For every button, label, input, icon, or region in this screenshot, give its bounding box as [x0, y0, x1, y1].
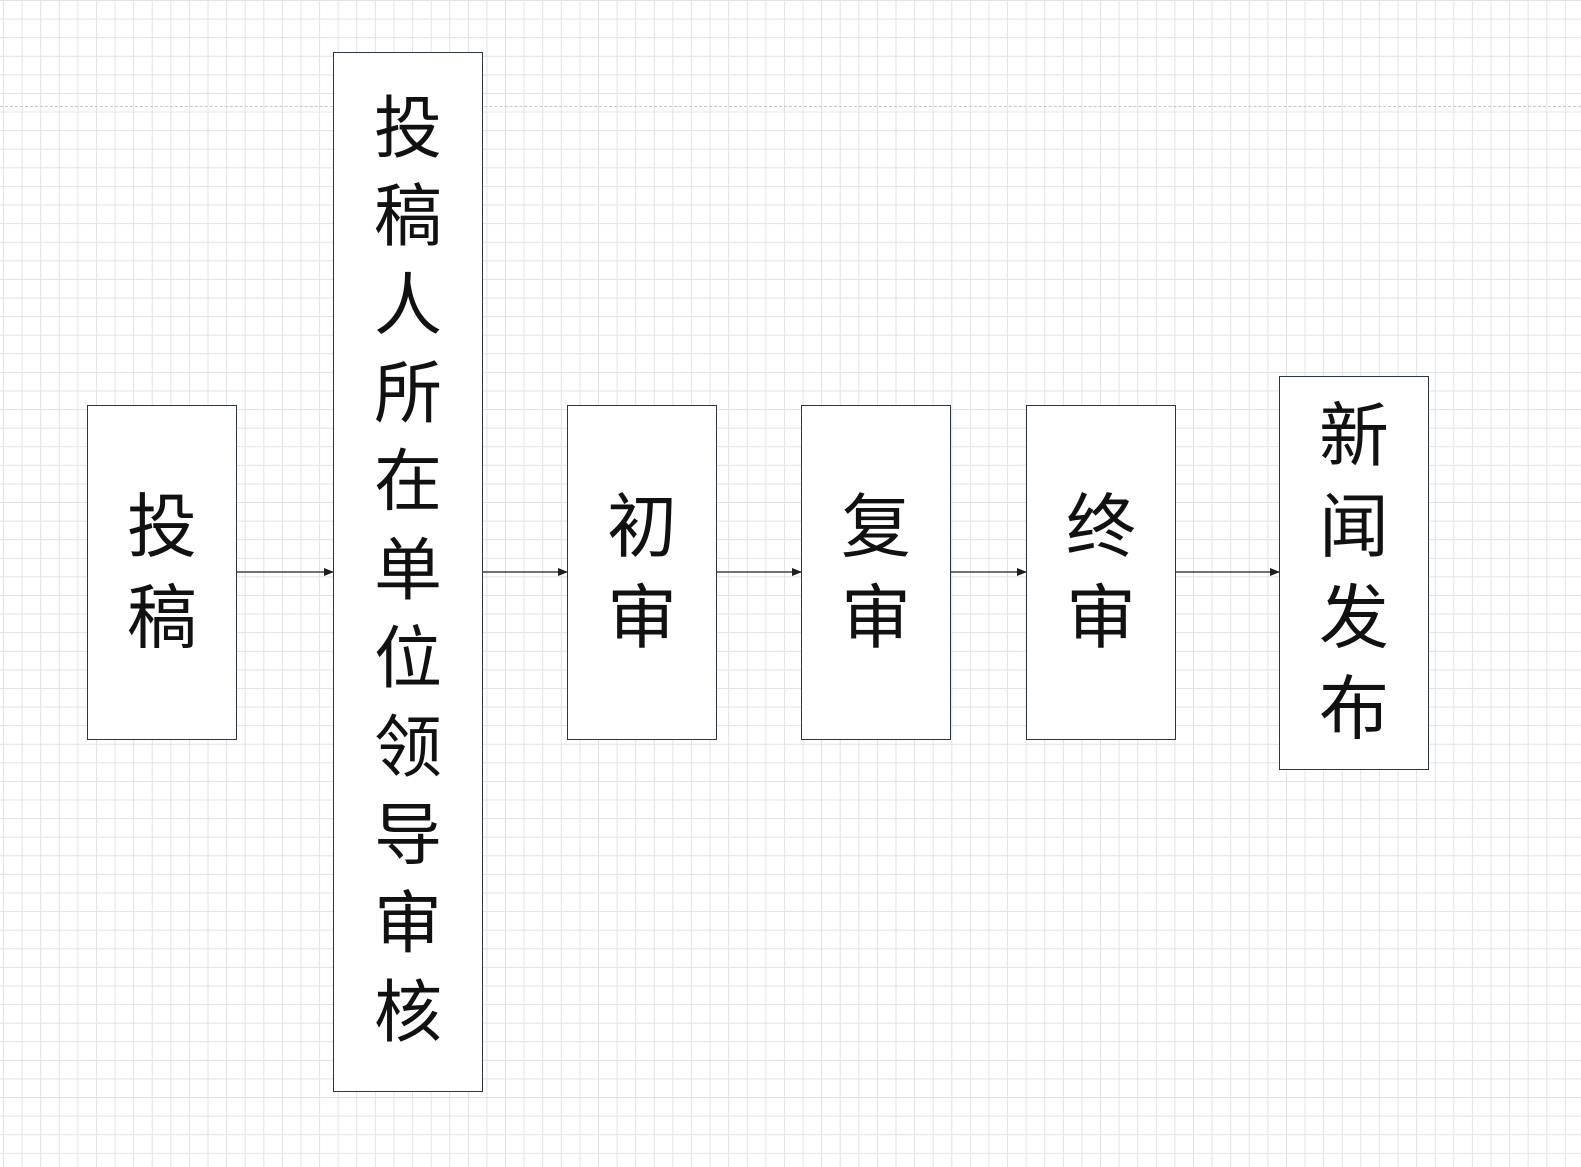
node-news-publish[interactable]: 新闻发布: [1279, 376, 1429, 770]
node-leader-review-label: 投稿人所在单位领导审核: [374, 89, 443, 1053]
node-submit-label: 投稿: [127, 485, 197, 659]
node-first-review-label: 初审: [607, 485, 677, 659]
node-leader-review[interactable]: 投稿人所在单位领导审核: [333, 52, 483, 1092]
node-news-publish-label: 新闻发布: [1319, 395, 1389, 750]
node-final-review[interactable]: 终审: [1026, 405, 1176, 740]
node-final-review-label: 终审: [1066, 485, 1136, 659]
node-first-review[interactable]: 初审: [567, 405, 717, 740]
node-second-review-label: 复审: [841, 485, 911, 659]
node-submit[interactable]: 投稿: [87, 405, 237, 740]
page-break-line: [0, 106, 1581, 107]
node-second-review[interactable]: 复审: [801, 405, 951, 740]
